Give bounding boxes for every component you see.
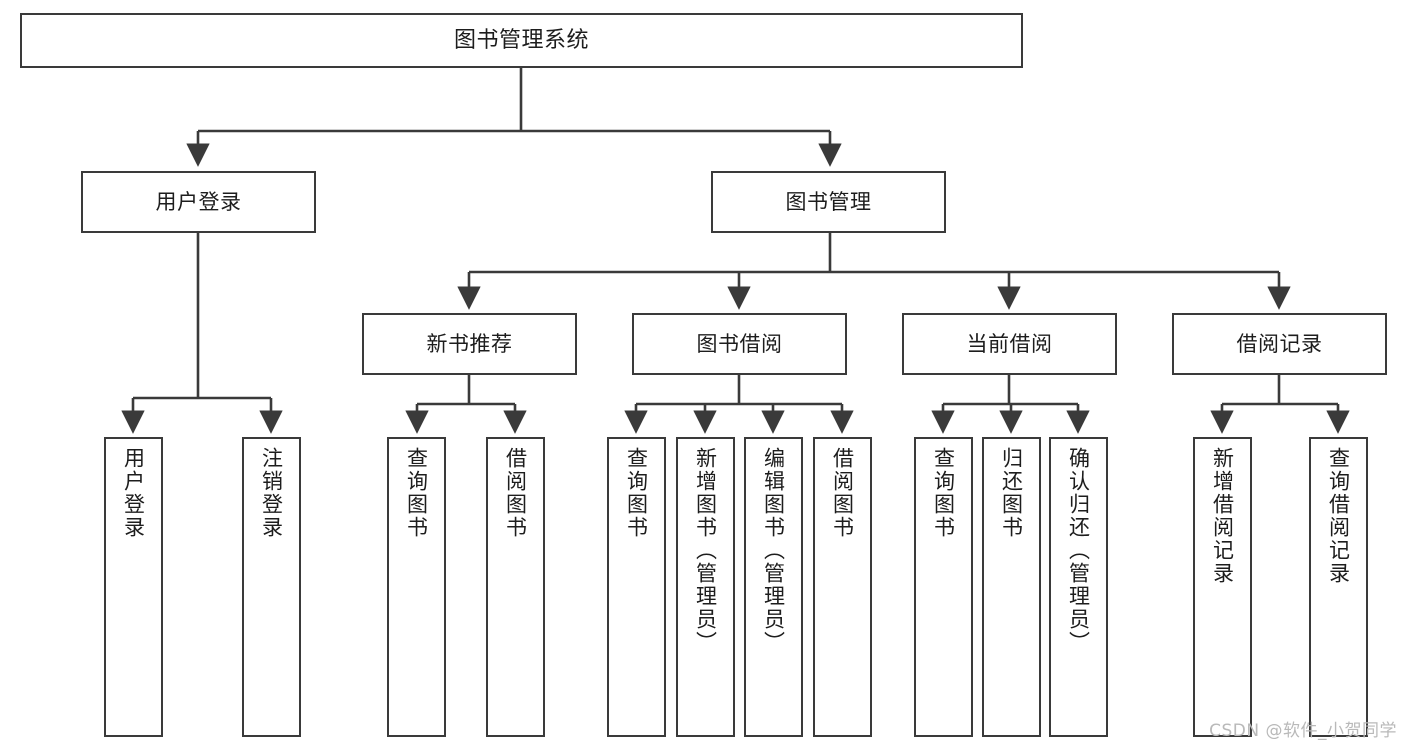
leaf-borrow-record-add-record[interactable]: 新增借阅记录 xyxy=(1193,437,1252,737)
node-label: 用户登录 xyxy=(121,447,146,539)
node-label: 注销登录 xyxy=(259,447,284,539)
node-label: 查询图书 xyxy=(404,447,429,539)
leaf-current-borrow-return-book[interactable]: 归还图书 xyxy=(982,437,1041,737)
node-label: 图书管理系统 xyxy=(453,27,589,53)
node-label: 查询借阅记录 xyxy=(1326,447,1351,585)
leaf-current-borrow-confirm-return[interactable]: 确认归还（管理员） xyxy=(1049,437,1108,737)
node-label: 新书推荐 xyxy=(426,331,513,356)
leaf-book-borrow-edit-book[interactable]: 编辑图书（管理员） xyxy=(744,437,803,737)
node-user-login[interactable]: 用户登录 xyxy=(81,171,316,233)
leaf-book-borrow-query-book[interactable]: 查询图书 xyxy=(607,437,666,737)
node-borrow-record[interactable]: 借阅记录 xyxy=(1172,313,1387,375)
leaf-current-borrow-query-book[interactable]: 查询图书 xyxy=(914,437,973,737)
node-label: 当前借阅 xyxy=(966,331,1053,356)
node-label: 编辑图书（管理员） xyxy=(761,447,786,654)
leaf-book-borrow-add-book[interactable]: 新增图书（管理员） xyxy=(676,437,735,737)
node-label: 借阅图书 xyxy=(830,447,855,539)
node-label: 查询图书 xyxy=(624,447,649,539)
leaf-user-login-logout[interactable]: 注销登录 xyxy=(242,437,301,737)
leaf-user-login-login[interactable]: 用户登录 xyxy=(104,437,163,737)
node-label: 用户登录 xyxy=(155,189,242,214)
node-label: 新增借阅记录 xyxy=(1210,447,1235,585)
node-label: 图书管理 xyxy=(785,189,872,214)
node-book-management[interactable]: 图书管理 xyxy=(711,171,946,233)
node-label: 归还图书 xyxy=(999,447,1024,539)
node-book-management-system[interactable]: 图书管理系统 xyxy=(20,13,1023,68)
leaf-new-book-borrow-book[interactable]: 借阅图书 xyxy=(486,437,545,737)
node-label: 查询图书 xyxy=(931,447,956,539)
node-new-book-recommend[interactable]: 新书推荐 xyxy=(362,313,577,375)
csdn-watermark: CSDN @软件_小贺同学 xyxy=(1209,721,1397,741)
node-label: 确认归还（管理员） xyxy=(1066,447,1091,654)
leaf-new-book-query-book[interactable]: 查询图书 xyxy=(387,437,446,737)
leaf-borrow-record-query-record[interactable]: 查询借阅记录 xyxy=(1309,437,1368,737)
node-book-borrow[interactable]: 图书借阅 xyxy=(632,313,847,375)
node-label: 图书借阅 xyxy=(696,331,783,356)
node-label: 借阅图书 xyxy=(503,447,528,539)
leaf-book-borrow-borrow-book[interactable]: 借阅图书 xyxy=(813,437,872,737)
node-label: 新增图书（管理员） xyxy=(693,447,718,654)
node-current-borrow[interactable]: 当前借阅 xyxy=(902,313,1117,375)
node-label: 借阅记录 xyxy=(1236,331,1323,356)
